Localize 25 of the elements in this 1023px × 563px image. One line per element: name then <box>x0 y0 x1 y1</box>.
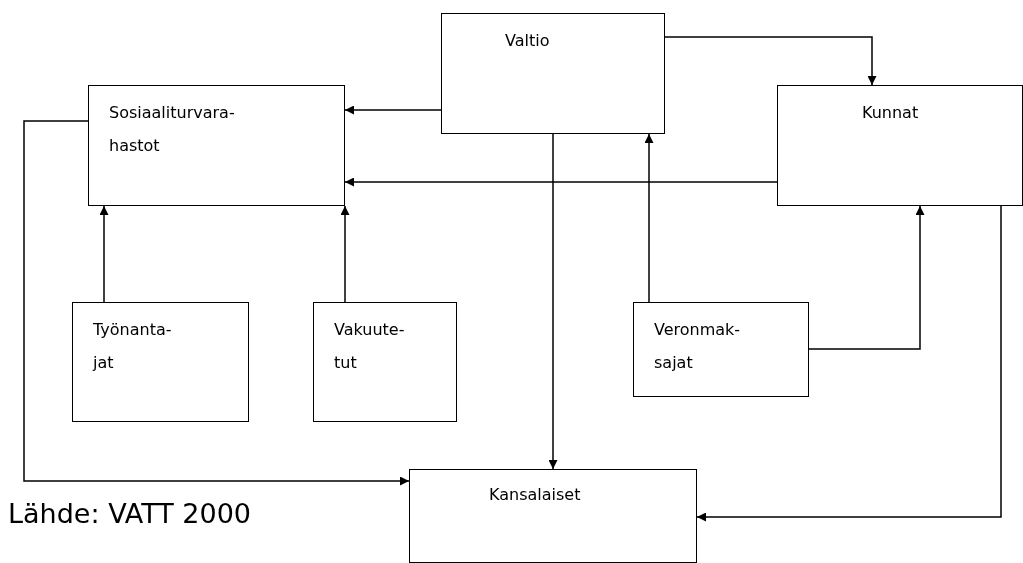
arrow <box>99 205 109 303</box>
arrow <box>548 133 558 470</box>
box-label: Kansalaiset <box>489 484 582 506</box>
process-box <box>88 85 345 206</box>
arrow <box>344 177 778 187</box>
arrow <box>23 120 410 486</box>
arrow <box>664 36 877 86</box>
box-label: Valtio <box>505 30 551 52</box>
process-box <box>633 302 809 397</box>
process-box <box>72 302 249 422</box>
box-label: Työnanta- jat <box>93 319 173 374</box>
arrow <box>808 205 925 350</box>
box-label: Sosiaaliturvara- hastot <box>109 102 236 157</box>
process-box <box>777 85 1023 206</box>
arrow <box>696 205 1002 522</box>
arrow <box>344 105 442 115</box>
box-label: Veronmak- sajat <box>654 319 742 374</box>
process-box <box>313 302 457 422</box>
source-note: Lähde: VATT 2000 <box>8 498 252 529</box>
arrow <box>340 205 350 303</box>
box-label: Kunnat <box>862 102 920 124</box>
arrow <box>644 133 654 303</box>
process-box <box>409 469 697 563</box>
process-box <box>441 13 665 134</box>
box-label: Vakuute- tut <box>334 319 406 374</box>
